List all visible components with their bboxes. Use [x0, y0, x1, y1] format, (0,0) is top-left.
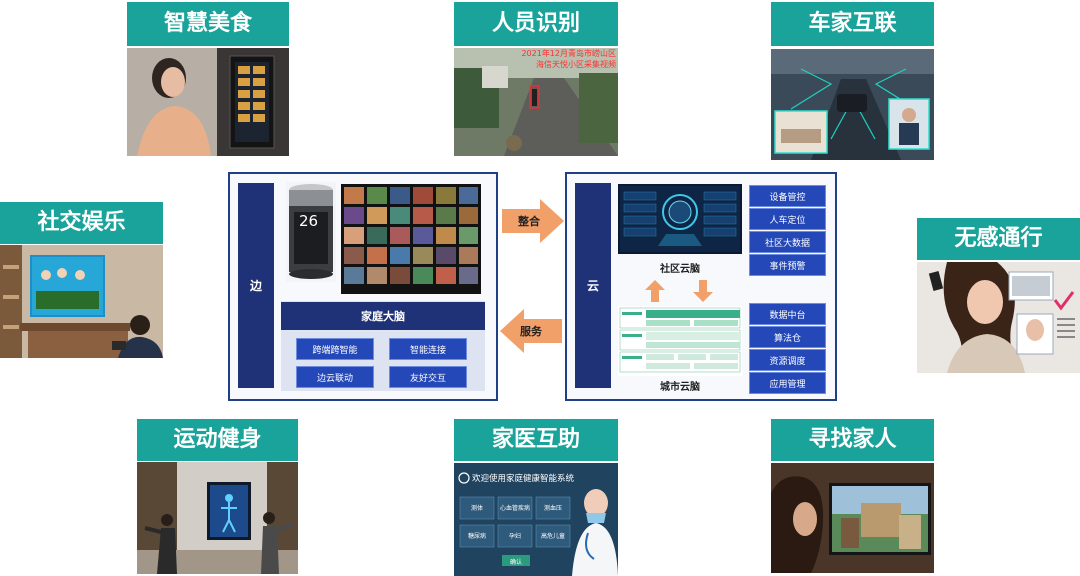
medical-tile-2[interactable]: 心血管疾病: [499, 505, 530, 512]
card-title: 运动健身: [137, 419, 298, 461]
surveillance-scene-image: [454, 48, 618, 156]
medical-welcome-text: 欢迎使用家庭健康智能系统: [472, 474, 575, 484]
cloud-item-resource-scheduling: 资源调度: [749, 349, 826, 371]
cloud-side-label: 云: [575, 183, 611, 388]
edge-btn-edge-cloud: 边云联动: [296, 366, 374, 388]
medical-photo: 欢迎使用家庭健康智能系统 测体 心血管疾病 测血压 糖尿病 孕妇 高危儿童 确认: [454, 463, 618, 576]
cloud-item-community-bigdata: 社区大数据: [749, 231, 826, 253]
family-photo: [771, 463, 934, 573]
card-smart-food: 智慧美食: [127, 2, 289, 156]
car-photo: [771, 49, 934, 160]
smart-speaker-device: [286, 182, 336, 282]
card-title: 社交娱乐: [0, 202, 163, 244]
card-seamless-pass: 无感通行: [917, 218, 1080, 373]
card-person-recognition: 人员识别 2021年12月青岛市崂山区 海信天悦小区采集视频: [454, 2, 618, 156]
card-car-home: 车家互联: [771, 2, 934, 160]
community-brain-label: 社区云脑: [660, 264, 700, 275]
edge-btn-friendly-interaction: 友好交互: [389, 366, 467, 388]
home-brain-title: 家庭大脑: [281, 302, 485, 330]
edge-btn-smart-connect: 智能连接: [389, 338, 467, 360]
cloud-item-data-platform: 数据中台: [749, 303, 826, 325]
medical-tile-1[interactable]: 测体: [470, 505, 483, 512]
seamless-photo: [917, 262, 1080, 373]
fitness-photo: [137, 462, 298, 574]
medical-tile-6[interactable]: 高危儿童: [540, 533, 565, 540]
service-label: 服务: [520, 325, 542, 338]
integrate-label: 整合: [518, 215, 540, 228]
face-recognition-image: [917, 262, 1080, 373]
social-photo: [0, 245, 163, 358]
cloud-item-app-management: 应用管理: [749, 372, 826, 394]
surveillance-caption-line-1: 2021年12月青岛市崂山区: [521, 49, 616, 58]
cloud-sync-arrows: [645, 280, 713, 302]
city-brain-label: 城市云脑: [660, 382, 700, 393]
cloud-panel: 云 社区云脑 城市云脑 设备管控 人车定位 社区大数据 事件预警: [565, 172, 837, 401]
medical-tile-3[interactable]: 测血压: [543, 505, 562, 512]
community-dashboard-screen: [618, 184, 742, 254]
card-title: 家医互助: [454, 419, 618, 461]
person-photo: 2021年12月青岛市崂山区 海信天悦小区采集视频: [454, 48, 618, 156]
cloud-item-person-vehicle-location: 人车定位: [749, 208, 826, 230]
card-title: 人员识别: [454, 2, 618, 46]
cloud-item-algorithm-warehouse: 算法仓: [749, 326, 826, 348]
cloud-item-event-warning: 事件预警: [749, 254, 826, 276]
parking-scene-image: [771, 49, 934, 160]
device-temperature: 26: [299, 212, 319, 230]
city-brain-diagram: [618, 306, 742, 376]
food-photo: [127, 48, 289, 156]
surveillance-caption-line-2: 海信天悦小区采集视频: [536, 60, 616, 69]
edge-btn-cross-device: 跨端跨智能: [296, 338, 374, 360]
food-scene-image: [127, 48, 289, 156]
living-room-image: [0, 245, 163, 358]
family-tv-image: [771, 463, 934, 573]
card-title: 寻找家人: [771, 419, 934, 461]
edge-side-label: 边: [238, 183, 274, 388]
integrate-arrow: [502, 199, 564, 243]
cloud-item-device-control: 设备管控: [749, 185, 826, 207]
medical-confirm-button[interactable]: 确认: [509, 559, 522, 566]
medical-tile-5[interactable]: 孕妇: [508, 533, 521, 540]
media-thumbnail-wall: [341, 184, 481, 294]
medical-tile-4[interactable]: 糖尿病: [467, 533, 486, 540]
medical-screen-bg: [454, 463, 618, 576]
service-arrow: [500, 309, 562, 353]
card-fitness: 运动健身: [137, 419, 298, 574]
card-find-family: 寻找家人: [771, 419, 934, 573]
card-home-medical: 家医互助 欢迎使用家庭健康智能系统 测体 心血管疾病 测血压 糖尿病 孕妇 高危…: [454, 419, 618, 576]
fitness-room-image: [137, 462, 298, 574]
card-title: 无感通行: [917, 218, 1080, 260]
card-title: 智慧美食: [127, 2, 289, 46]
edge-panel: 边 26 家庭大脑 跨端跨智能 智能连接 边云联动 友好交互: [228, 172, 498, 401]
card-title: 车家互联: [771, 2, 934, 46]
card-social: 社交娱乐: [0, 202, 163, 358]
